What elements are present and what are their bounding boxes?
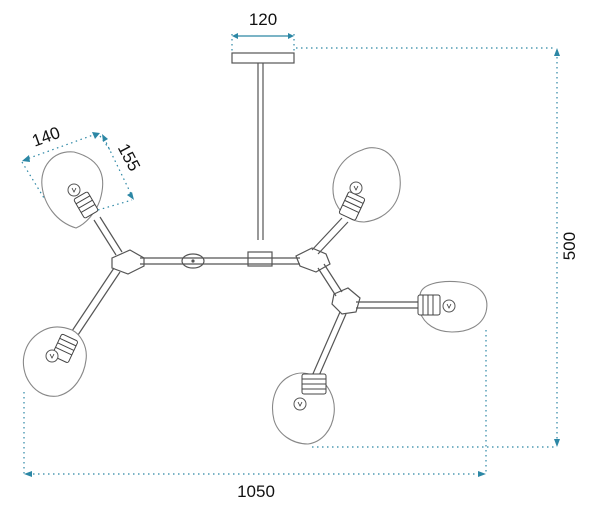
arm-bottom-right bbox=[311, 311, 347, 379]
arrowhead-icon bbox=[127, 192, 134, 200]
label-shade-height: 155 bbox=[114, 140, 144, 174]
arrowhead-icon bbox=[92, 132, 100, 139]
shade-lower-left bbox=[22, 326, 87, 397]
arrowhead-icon bbox=[24, 471, 32, 477]
label-total-height: 500 bbox=[560, 232, 579, 260]
shade-bottom-right bbox=[272, 372, 335, 445]
lamp-socket bbox=[338, 191, 366, 221]
shade-far-right bbox=[417, 280, 488, 333]
left-joint bbox=[111, 249, 145, 275]
lamp-socket bbox=[301, 373, 327, 395]
bulb-icon bbox=[67, 183, 81, 197]
arm-far-right bbox=[356, 301, 418, 309]
arrowhead-icon bbox=[232, 33, 238, 39]
arm-upper-right bbox=[311, 217, 349, 255]
bulb-icon bbox=[349, 181, 363, 195]
bulb-icon bbox=[45, 349, 59, 363]
dimension-canopy-width: 120 bbox=[231, 10, 295, 52]
secondary-joint bbox=[331, 287, 361, 315]
dimension-total-height: 500 bbox=[296, 47, 579, 448]
dimension-total-width: 1050 bbox=[23, 330, 487, 501]
arm-upper-left bbox=[93, 216, 123, 256]
arrowhead-icon bbox=[22, 155, 30, 162]
bulb-icon bbox=[293, 397, 307, 411]
bulb-icon bbox=[442, 299, 456, 313]
hanging-rod bbox=[257, 63, 264, 240]
arrowhead-icon bbox=[554, 439, 560, 447]
ceiling-canopy bbox=[231, 52, 295, 64]
label-canopy-width: 120 bbox=[249, 10, 277, 29]
shade-upper-right bbox=[332, 147, 401, 223]
label-shade-width: 140 bbox=[30, 123, 63, 151]
lamp-socket bbox=[51, 333, 78, 363]
arrowhead-icon bbox=[102, 134, 108, 142]
arm-lower-left bbox=[65, 267, 121, 345]
arrowhead-icon bbox=[554, 48, 560, 56]
right-joint bbox=[295, 247, 331, 273]
label-total-width: 1050 bbox=[237, 482, 275, 501]
arrowhead-icon bbox=[478, 471, 486, 477]
lamp-socket bbox=[417, 294, 441, 316]
arm-down-right bbox=[317, 263, 343, 297]
central-bar bbox=[140, 251, 300, 269]
shade-upper-left bbox=[41, 151, 104, 229]
lamp-socket bbox=[73, 191, 99, 219]
dimension-shade-height: 155 bbox=[97, 134, 144, 211]
arrowhead-icon bbox=[288, 33, 294, 39]
